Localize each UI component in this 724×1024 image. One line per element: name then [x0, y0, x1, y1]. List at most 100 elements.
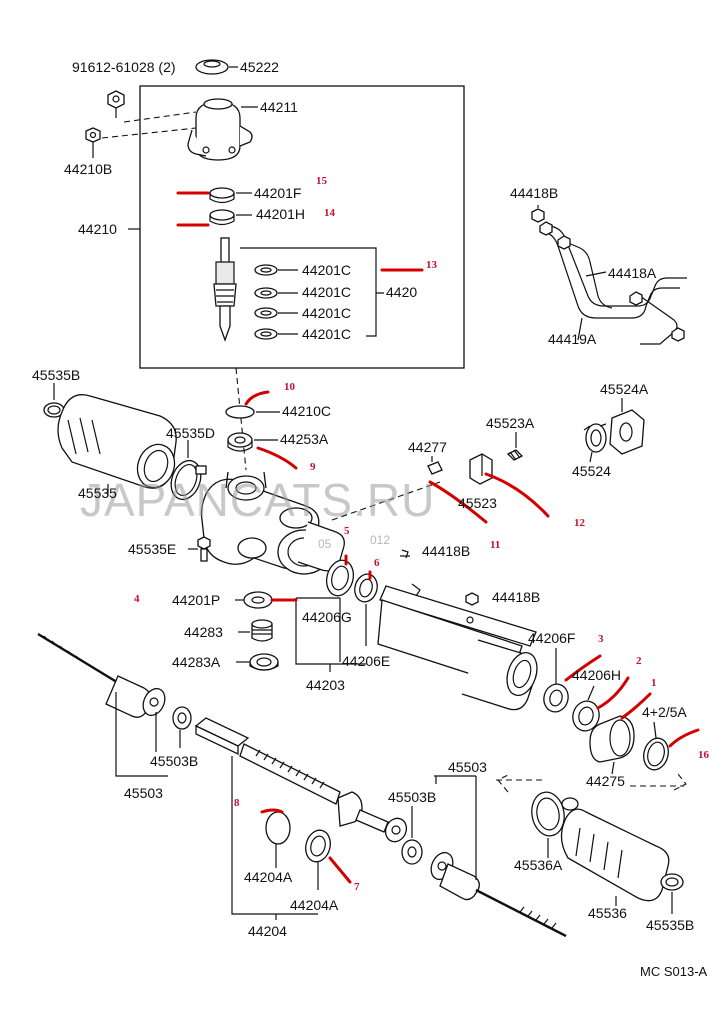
- clamp-45535B-bottom: [660, 873, 684, 891]
- label-44275A: 4+2/5A: [642, 704, 687, 720]
- lock-nut-45503B-left: [172, 706, 192, 730]
- seal-ring-44201C-3: [254, 307, 278, 319]
- bolt-45535E: [197, 536, 211, 562]
- label-44418B-right: 44418B: [492, 589, 540, 605]
- annotation-14: 14: [324, 207, 336, 219]
- bracket-45523: [469, 453, 493, 485]
- label-44204: 44204: [248, 923, 287, 939]
- label-45536: 45536: [588, 905, 627, 921]
- label-45503B-left: 45503B: [150, 753, 198, 769]
- lock-nut-44283A: [249, 653, 279, 671]
- label-44211: 44211: [260, 99, 298, 115]
- bushing-44204A-2: [305, 829, 331, 863]
- grommet-45524: [583, 423, 607, 453]
- label-44201C-2: 44201C: [302, 284, 351, 300]
- label-44277: 44277: [408, 439, 447, 455]
- label-44206E: 44206E: [342, 653, 390, 669]
- label-44201P: 44201P: [172, 592, 220, 608]
- clip-44418B-right: [465, 592, 479, 606]
- oil-seal-44201F: [209, 187, 235, 204]
- annotation-5: 5: [344, 525, 350, 537]
- label-4420: 4420: [386, 284, 417, 300]
- clamp-45536A: [531, 791, 565, 837]
- red-markings: [176, 191, 700, 884]
- label-44204A-1: 44204A: [244, 869, 293, 885]
- annotation-3: 3: [598, 633, 604, 645]
- bolt-45523A: [506, 449, 524, 461]
- annotation-7: 7: [354, 881, 360, 893]
- spring-cap-44283: [251, 619, 273, 642]
- cylinder-tube: [377, 583, 538, 711]
- label-44418B-top: 44418B: [510, 185, 558, 201]
- watermark-small-b: 012: [370, 533, 390, 547]
- mount-45524A: [609, 409, 645, 455]
- label-44206G: 44206G: [302, 609, 352, 625]
- pressure-pipes-44419A: [539, 221, 687, 345]
- label-45524A: 45524A: [600, 381, 649, 397]
- o-ring-44210C: [225, 405, 255, 419]
- clip-44277: [427, 461, 443, 475]
- annotation-11: 11: [490, 539, 500, 551]
- watermark-small-a: 05: [318, 537, 332, 551]
- annotation-6: 6: [374, 557, 380, 569]
- label-45503-right: 45503: [448, 759, 487, 775]
- label-44210B: 44210B: [64, 161, 112, 177]
- annotation-15: 15: [316, 175, 328, 187]
- label-44283: 44283: [184, 624, 223, 640]
- label-44201C-3: 44201C: [302, 305, 351, 321]
- rack-bar: [194, 717, 408, 843]
- label-44201C-1: 44201C: [302, 262, 351, 278]
- label-45503B-right: 45503B: [388, 789, 436, 805]
- annotation-4: 4: [134, 593, 140, 605]
- valve-housing-44211: [187, 98, 253, 161]
- label-44210C: 44210C: [282, 403, 331, 419]
- label-44204A-2: 44204A: [290, 897, 339, 913]
- snap-ring-44275A: [643, 737, 669, 771]
- label-44418B-mid: 44418B: [422, 543, 470, 559]
- label-44283A: 44283A: [172, 654, 221, 670]
- nut-91612: [107, 90, 125, 109]
- label-45535E: 45535E: [128, 541, 176, 557]
- bolt-44210B: [85, 127, 101, 143]
- label-45524: 45524: [572, 463, 611, 479]
- bearing-44253A: [227, 432, 253, 452]
- seal-ring-44201C-4: [254, 328, 278, 340]
- cap-45222: [195, 59, 229, 75]
- label-44419A: 44419A: [548, 331, 597, 347]
- label-45535B-bottom: 45535B: [646, 917, 694, 933]
- label-44201H: 44201H: [256, 206, 305, 222]
- label-44206F: 44206F: [528, 630, 575, 646]
- annotation-8: 8: [234, 797, 240, 809]
- control-valve-group-box: [139, 85, 465, 369]
- label-45503-left: 45503: [124, 785, 163, 801]
- annotation-12: 12: [574, 517, 586, 529]
- diagram-code: MC S013-A: [640, 964, 708, 979]
- clamp-45535D: [170, 459, 207, 501]
- oil-seal-44201H: [209, 209, 235, 226]
- pipe-fitting-44418B: [531, 208, 545, 223]
- annotation-16: 16: [698, 749, 710, 761]
- seal-44201P: [243, 591, 273, 609]
- tie-rod-right-45503: [430, 851, 567, 938]
- annotation-1: 1: [651, 677, 657, 689]
- pinion-valve-shaft: [213, 237, 237, 342]
- tie-rod-left-45503: [37, 632, 166, 718]
- seal-44206E: [354, 573, 378, 603]
- label-45523: 45523: [458, 495, 497, 511]
- seal-44206F: [543, 683, 569, 713]
- annotation-9: 9: [310, 461, 316, 473]
- label-44418A: 44418A: [608, 265, 657, 281]
- label-44210: 44210: [78, 221, 117, 237]
- seal-ring-44201C-2: [254, 287, 278, 299]
- label-44253A: 44253A: [280, 431, 329, 447]
- label-44203: 44203: [306, 677, 345, 693]
- label-45535: 45535: [78, 485, 117, 501]
- seal-ring-44201C-1: [254, 264, 278, 276]
- bushing-44204A-1: [265, 811, 291, 845]
- lock-nut-45503B-right: [401, 839, 423, 865]
- clip-44418B-mid: [400, 549, 410, 559]
- seal-44206H: [572, 700, 600, 732]
- annotation-2: 2: [636, 655, 642, 667]
